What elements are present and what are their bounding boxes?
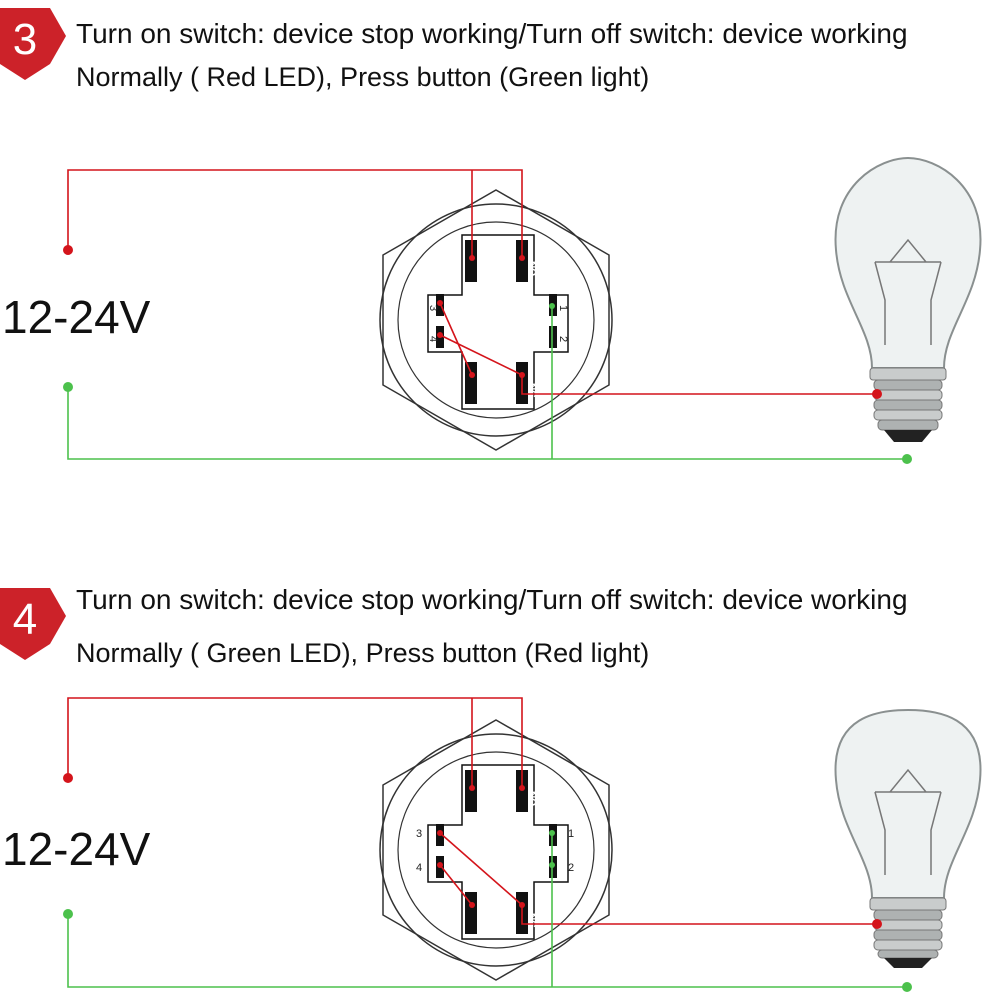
junction-dot <box>437 830 443 836</box>
label-pin-2: 2 <box>568 862 574 874</box>
label-no-top: NO <box>526 791 537 806</box>
wire-positive-to-no <box>67 169 523 258</box>
panel-subtitle: Normally ( Green LED), Press button (Red… <box>76 638 650 668</box>
badge-shape <box>0 588 66 660</box>
label-nc-bottom: NC <box>526 383 537 397</box>
label-nc-top: NC <box>475 791 486 805</box>
terminal-nc-top <box>465 240 477 282</box>
label-no-bottom: NO <box>475 913 486 928</box>
wire-to-lamp <box>521 375 877 395</box>
junction-dot <box>437 332 443 338</box>
green-wires <box>67 306 907 460</box>
junction-dot <box>519 785 525 791</box>
wire-negative-to-lamp <box>67 914 907 988</box>
junction-dot <box>469 902 475 908</box>
label-no-top: NO <box>526 261 537 276</box>
lamp-negative-dot <box>902 982 912 992</box>
panel-title: Turn on switch: device stop working/Turn… <box>76 18 908 49</box>
label-pin-1: 1 <box>557 305 569 311</box>
panel-subtitle: Normally ( Red LED), Press button (Green… <box>76 62 650 92</box>
step-number: 4 <box>12 595 38 644</box>
outer-ring <box>379 203 613 437</box>
light-bulb-icon <box>834 708 982 968</box>
wire-negative-to-lamp <box>67 387 907 460</box>
label-pin-4: 4 <box>427 336 439 342</box>
step-badge-4: 4 <box>0 588 74 662</box>
junction-dot <box>549 303 555 309</box>
junction-dot <box>469 255 475 261</box>
hex-nut <box>382 189 610 451</box>
junction-dot <box>519 902 525 908</box>
wiring-panel-4: NC NO NO NC 3 4 1 2 <box>0 500 1000 1000</box>
label-pin-2: 2 <box>557 336 569 342</box>
label-pin-4: 4 <box>416 862 422 874</box>
label-nc-bottom: NC <box>526 913 537 927</box>
lamp-positive-dot <box>872 389 882 399</box>
terminal-nc-top <box>465 770 477 812</box>
step-number: 3 <box>12 15 38 64</box>
junction-dot <box>519 255 525 261</box>
inner-ring <box>397 221 595 419</box>
terminal-no-bottom <box>465 892 477 934</box>
voltage-label: 12-24V <box>2 291 151 343</box>
badge-shape <box>0 8 66 80</box>
wiring-diagram-3: NC NO NO NC 3 4 1 2 <box>63 156 982 464</box>
push-button-switch: NC NO NO NC 3 4 1 2 <box>379 189 613 451</box>
negative-terminal-dot <box>63 382 73 392</box>
wire-positive-to-no <box>67 697 523 788</box>
inner-ring <box>397 751 595 949</box>
junction-dot <box>437 300 443 306</box>
positive-terminal-dot <box>63 773 73 783</box>
wire-pin3-jumper <box>439 832 523 906</box>
terminal-no-bottom <box>465 362 477 404</box>
voltage-label: 12-24V <box>2 823 151 875</box>
wire-to-lamp <box>521 905 877 925</box>
push-button-switch: NC NO NO NC 3 4 1 2 <box>379 719 613 981</box>
label-pin-1: 1 <box>568 828 574 840</box>
terminal-block <box>427 234 569 410</box>
label-pin-3: 3 <box>427 305 439 311</box>
wire-pin3-jumper <box>439 302 473 376</box>
light-bulb-icon <box>834 156 982 442</box>
junction-dot <box>549 830 555 836</box>
label-no-bottom: NO <box>475 383 486 398</box>
step-badge-3: 3 <box>0 8 74 82</box>
wire-pin4-jumper <box>439 334 523 376</box>
hex-nut <box>382 719 610 981</box>
label-nc-top: NC <box>475 261 486 275</box>
positive-terminal-dot <box>63 245 73 255</box>
junction-dot <box>469 785 475 791</box>
junction-dot <box>519 372 525 378</box>
wiring-panel-3: NC NO NO NC 3 4 1 2 <box>0 8 982 464</box>
lamp-positive-dot <box>872 919 882 929</box>
junction-dot <box>437 862 443 868</box>
red-wires <box>67 697 877 925</box>
red-wires <box>67 169 877 395</box>
green-wires <box>67 833 907 988</box>
terminal-pin-2 <box>549 326 557 348</box>
label-pin-3: 3 <box>416 828 422 840</box>
lamp-negative-dot <box>902 454 912 464</box>
junction-dot <box>469 372 475 378</box>
wire-pin4-jumper <box>439 864 473 906</box>
panel-title: Turn on switch: device stop working/Turn… <box>76 584 908 615</box>
terminal-block <box>427 764 569 940</box>
junction-dot <box>549 862 555 868</box>
outer-ring <box>379 733 613 967</box>
negative-terminal-dot <box>63 909 73 919</box>
wiring-diagram-4: NC NO NO NC 3 4 1 2 <box>63 697 982 992</box>
